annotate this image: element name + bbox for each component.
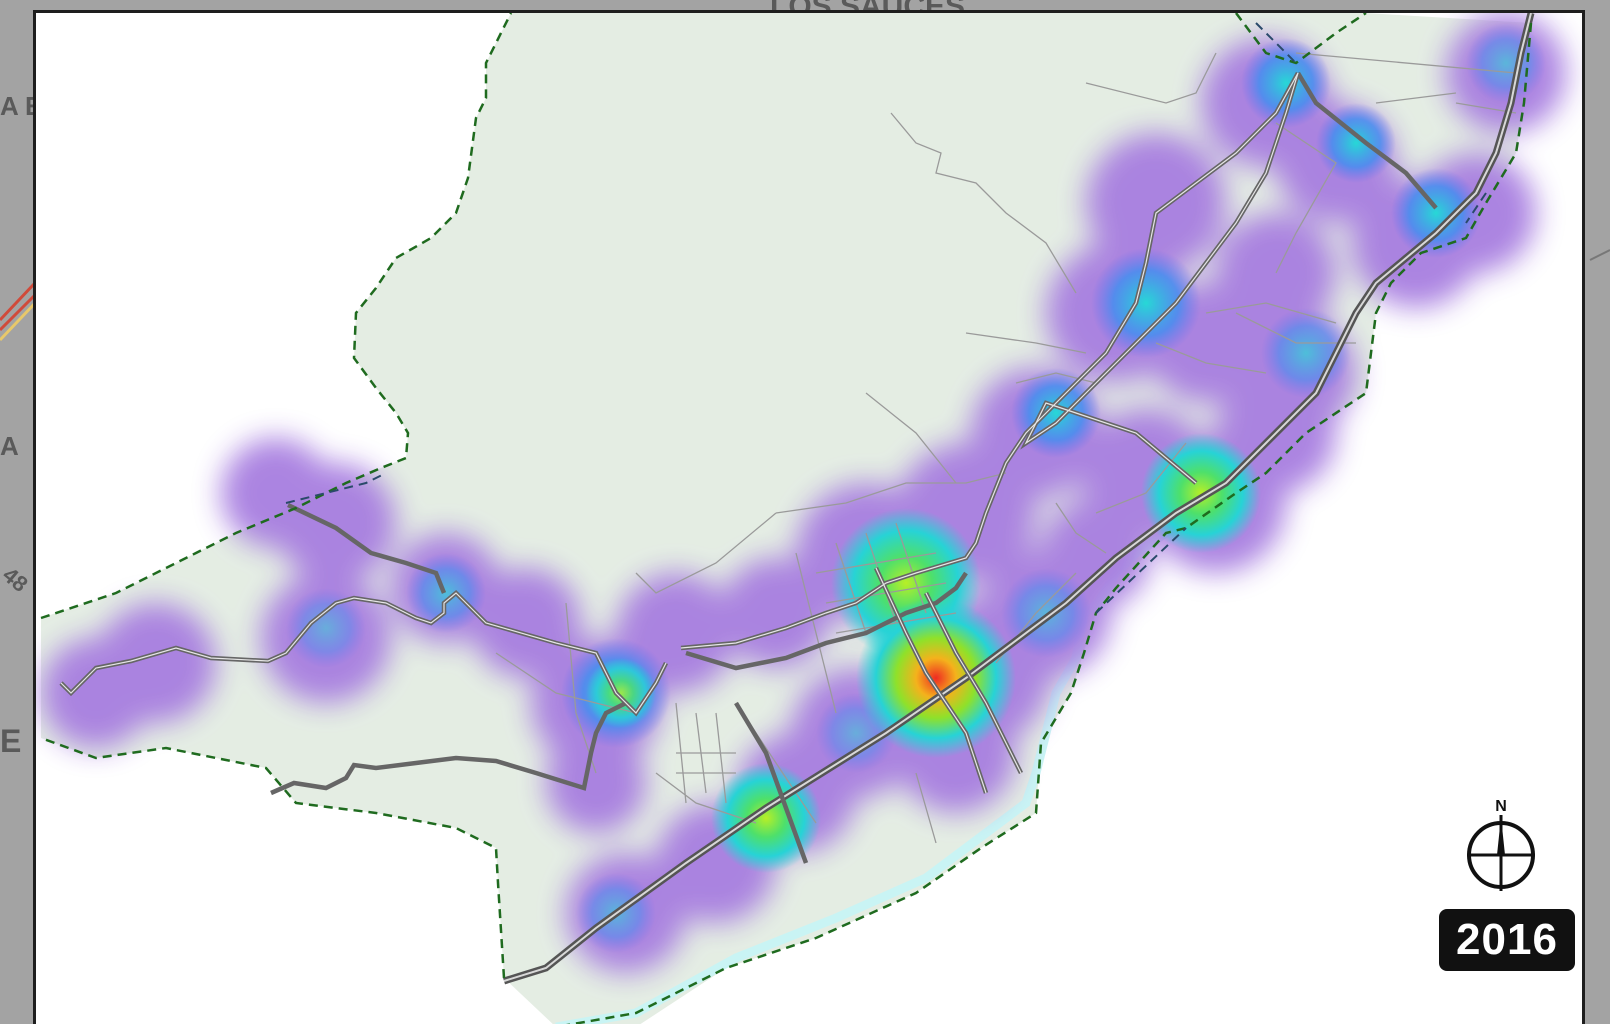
bg-label-e: E xyxy=(0,723,21,759)
hotspot-max[interactable] xyxy=(856,598,1016,758)
heatmap-map[interactable] xyxy=(36,13,1585,1024)
year-badge: 2016 xyxy=(1439,909,1575,971)
compass-icon: N xyxy=(1467,798,1535,891)
map-frame: N 2016 xyxy=(33,10,1585,1024)
boundary-segment-blue-east xyxy=(1095,22,1487,614)
boundary-segment-blue xyxy=(285,472,387,504)
major-roads xyxy=(59,13,1535,985)
hotspot-west[interactable] xyxy=(586,658,656,728)
north-label: N xyxy=(1495,798,1507,815)
boundary-line xyxy=(40,13,1533,1024)
bg-label-a: A xyxy=(0,431,19,461)
